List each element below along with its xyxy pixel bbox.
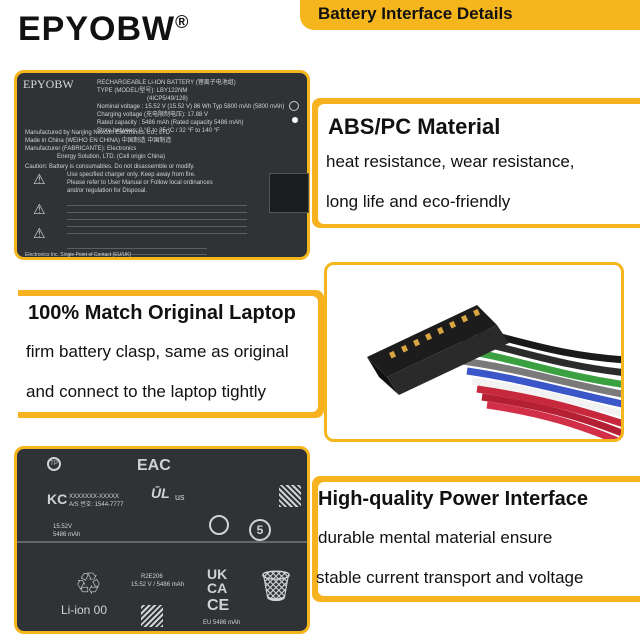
weee-bin-icon: 🗑 [257, 570, 296, 603]
registered-mark: ® [175, 12, 190, 32]
recycle-5-icon: 5 [249, 519, 271, 541]
feature-panel-match-inner [18, 296, 318, 412]
feature-text: firm battery clasp, same as original [26, 342, 289, 361]
connector-illustration [367, 305, 621, 439]
dot-icon [292, 117, 298, 123]
brand-name: EPYOBW [18, 10, 176, 48]
r-line: R2E206 [141, 574, 163, 580]
capacity-line: 5486 mAh [53, 532, 81, 538]
connector-housing [367, 305, 509, 395]
label-line: Nominal voltage : 15.52 V (15.52 V) 86 W… [97, 104, 285, 110]
label-chip-area [269, 173, 309, 213]
label-line: Caution: Battery is consumables. Do not … [25, 164, 195, 170]
label-line: and/or regulation for Disposal. [67, 188, 148, 194]
ul-us: us [175, 492, 185, 502]
feature-title: High-quality Power Interface [318, 488, 589, 510]
feature-title: 100% Match Original Laptop [28, 302, 296, 324]
eac-mark: EAC [137, 457, 171, 474]
kc-mark: KC [47, 491, 68, 507]
feature-text: stable current transport and voltage [316, 568, 584, 587]
label-line: Manufactured by Nanjing Nexcon Electroni… [25, 130, 170, 136]
label-line: Please refer to User Manual or Follow lo… [67, 180, 213, 186]
label-line: RECHARGEABLE Li-ION BATTERY (锂离子电池组) [97, 80, 236, 86]
cert-seal-icon [209, 515, 229, 535]
label-brand: EPYOBW [23, 77, 74, 91]
warning-icon: ⚠ [33, 171, 46, 187]
label-seam [17, 541, 307, 543]
warning-icon: ⚠ [33, 225, 46, 241]
model-line: XXXXXXX-XXXXX [69, 494, 120, 500]
voltage-line: 15.52V [53, 524, 73, 530]
as-line: A/S 번호: 1544-7777 [69, 502, 124, 508]
label-line: Store between: 0 °C to 35 °C / 32 °F to … [97, 128, 220, 134]
battery-bottom-photo: TP EAC KC XXXXXXX-XXXXX A/S 번호: 1544-777… [14, 446, 310, 634]
feature-title: ABS/PC Material [328, 114, 501, 139]
brand-logo: EPYOBW® [18, 10, 189, 49]
qr-code-icon [141, 605, 163, 627]
label-line: Electronics Inc. Single Point of Contact… [25, 252, 132, 258]
ukca-mark: UK CA [207, 566, 228, 596]
qr-code-icon [279, 485, 301, 507]
feature-text: heat resistance, wear resistance, [326, 152, 575, 171]
label-line: Manufacturer (FABRICANTE): Electronics [25, 146, 137, 152]
feature-panel-interface-inner [318, 482, 640, 596]
battery-label-photo: EPYOBW RECHARGEABLE Li-ION BATTERY (锂离子电… [14, 70, 310, 260]
recycle-dot-icon [289, 101, 299, 111]
label-line: Energy Solution, LTD. (Cell origin China… [57, 154, 165, 160]
recycle-icon: ♲ [75, 568, 102, 601]
eu-capacity: EU 5486 mAh [203, 620, 241, 626]
label-line: (4ICP5/49/128) [147, 96, 188, 102]
header-title: Battery Interface Details [318, 4, 513, 23]
label-line: Made in China (WEIHO EN CHINA) 中国制造 中国制造 [25, 138, 172, 144]
feature-text: long life and eco-friendly [326, 192, 511, 211]
feature-text: durable mental material ensure [318, 528, 553, 547]
feature-panel-material-inner [318, 104, 640, 224]
warning-icon: ⚠ [33, 201, 46, 217]
label-korean-text [67, 199, 247, 239]
label-line: Charging voltage (充电限制电压): 17.88 V [97, 112, 209, 118]
label-line: TYPE (MODEL/型号): LBY122NM [97, 88, 188, 94]
label-line: Rated capacity : 5486 mAh (Rated capacit… [97, 120, 244, 126]
r-line2: 15.52 V / 5486 mAh [131, 582, 185, 588]
feature-text: and connect to the laptop tightly [26, 382, 267, 401]
header-bar [300, 0, 640, 30]
ce-mark: CE [207, 597, 230, 614]
label-chinese-text [67, 243, 207, 257]
label-line: Use specified charger only. Keep away fr… [67, 172, 196, 178]
tuv-icon: TP [47, 457, 61, 471]
connector-photo [324, 262, 624, 442]
li-ion-text: Li-ion 00 [61, 603, 108, 617]
ul-mark: ŪL [151, 485, 170, 501]
